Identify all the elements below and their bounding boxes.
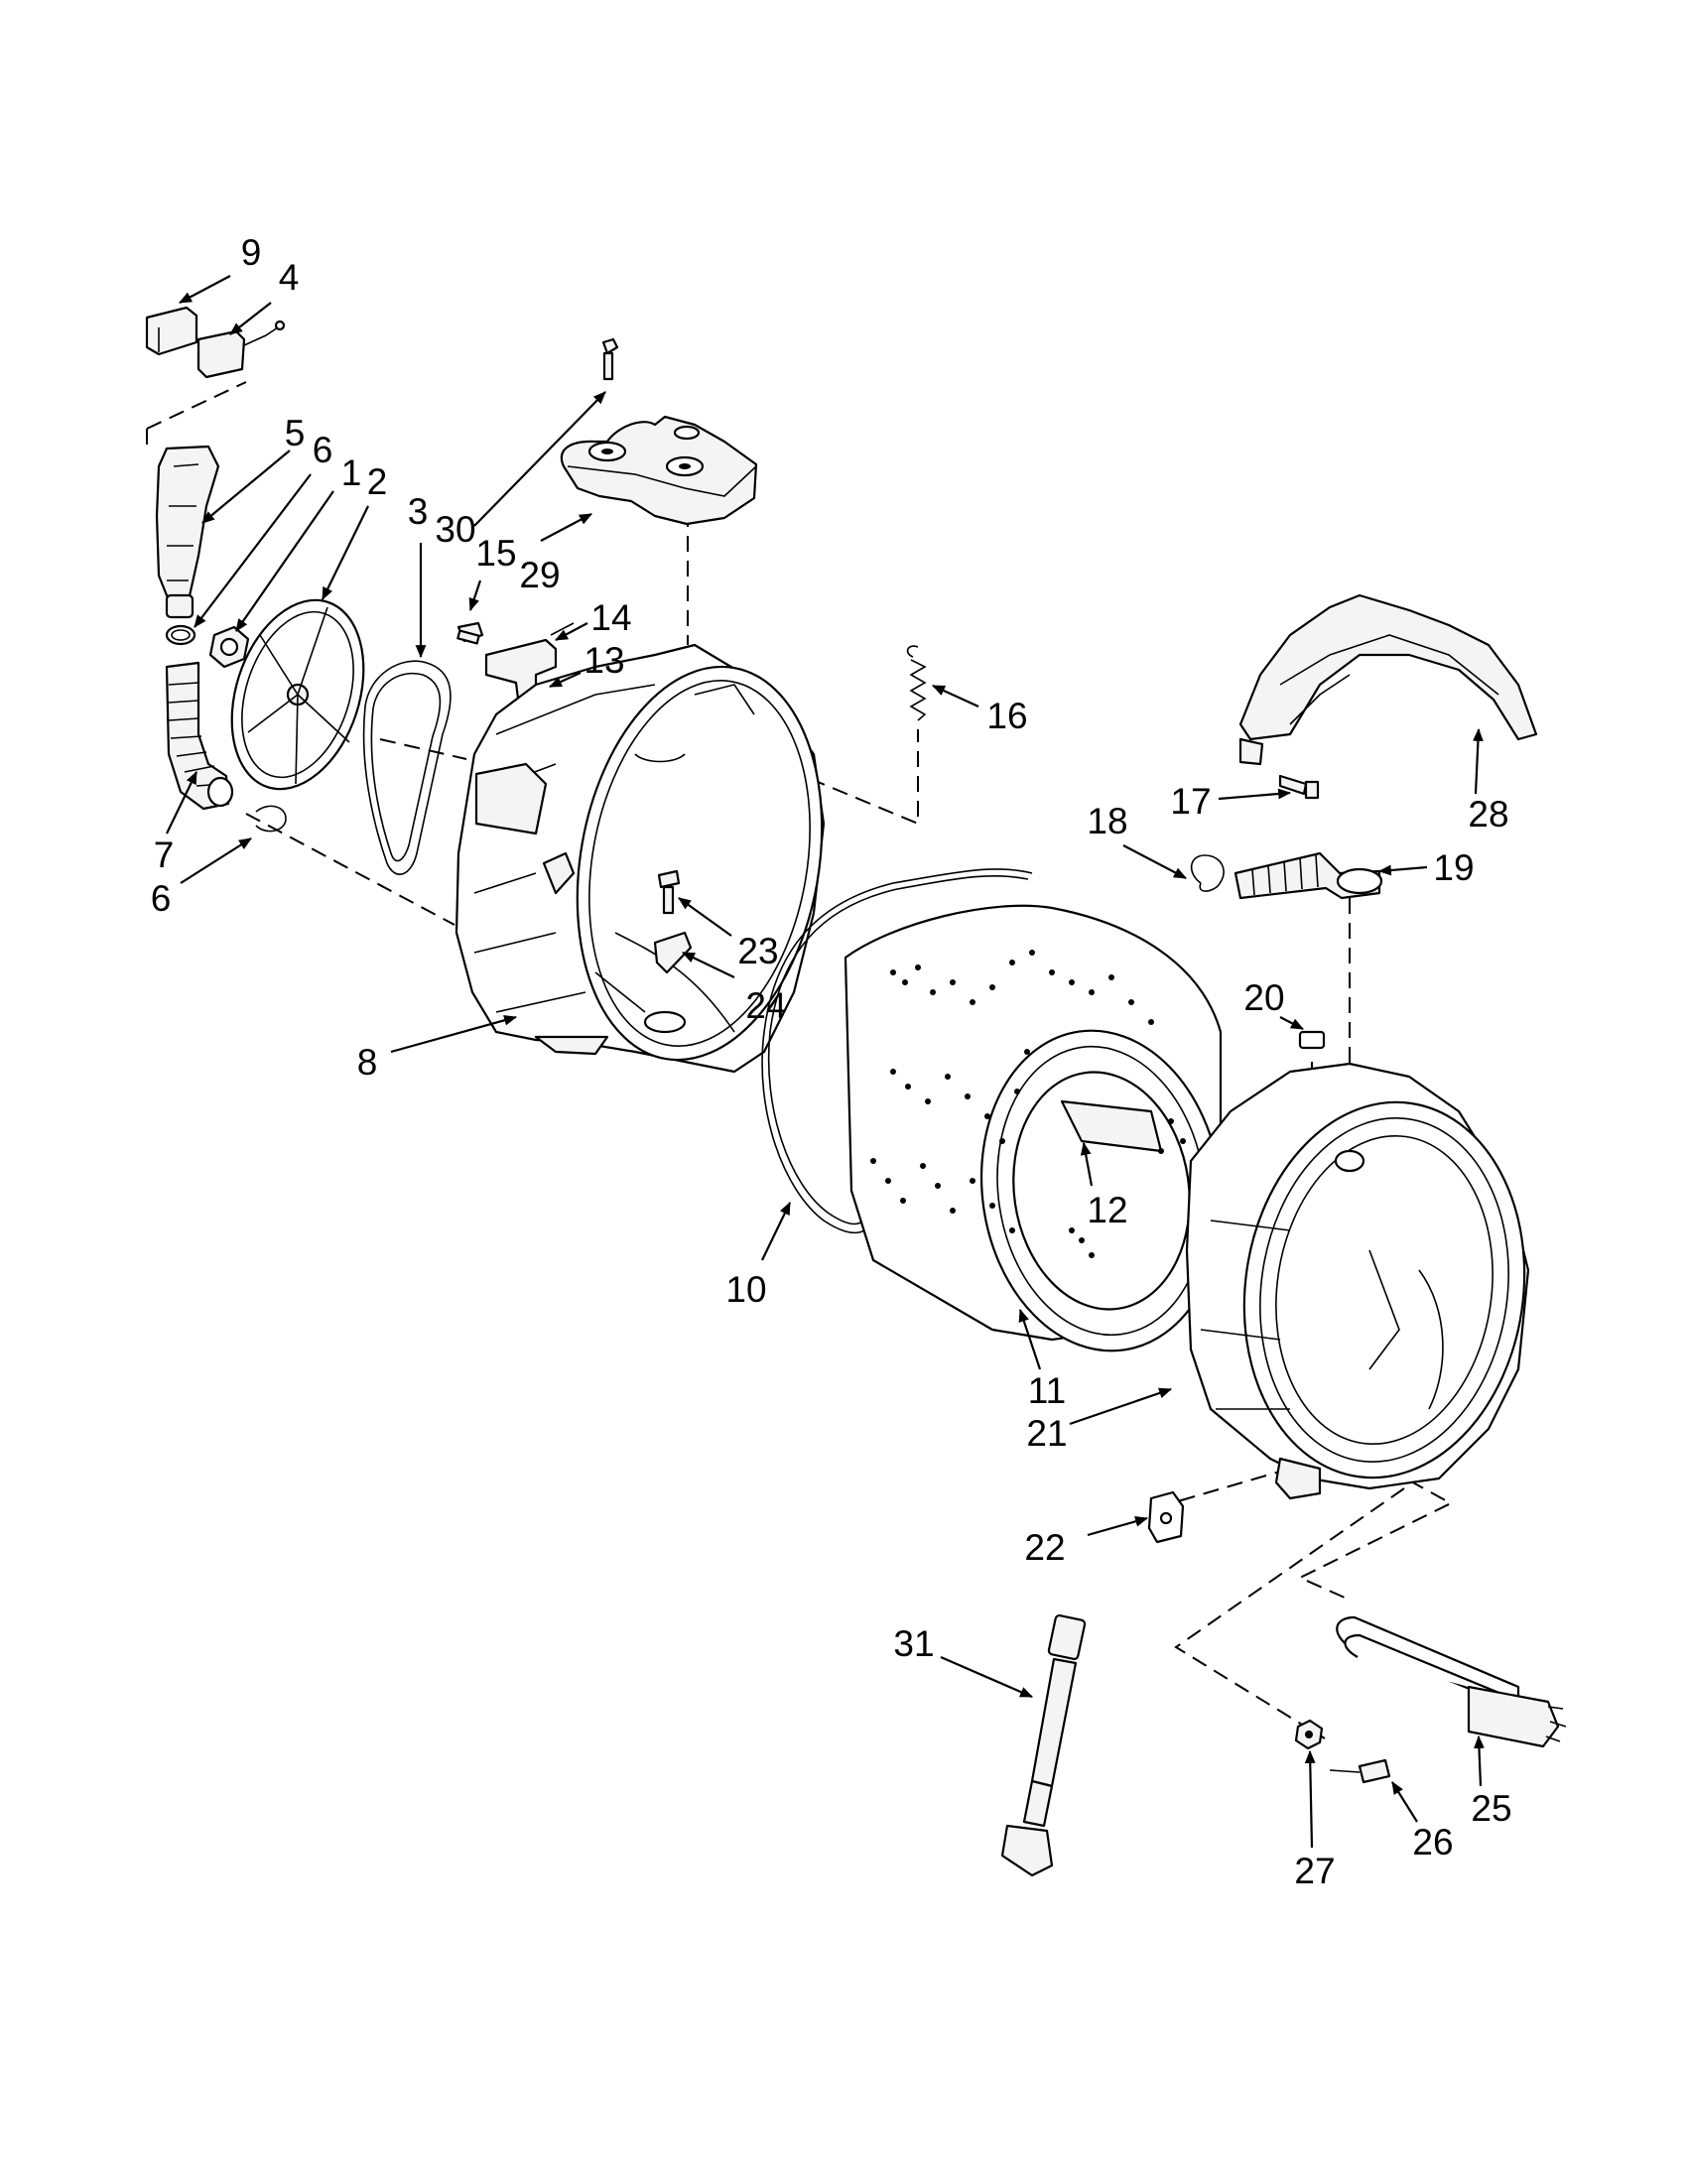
callout-13: 13 xyxy=(584,640,624,681)
part-31-shock-absorber xyxy=(1000,1613,1087,1877)
callout-18: 18 xyxy=(1087,801,1127,841)
callout-28: 28 xyxy=(1468,794,1508,835)
callout-3: 3 xyxy=(408,491,429,532)
callout-21: 21 xyxy=(1026,1413,1067,1454)
callout-8: 8 xyxy=(357,1042,378,1083)
callout-5: 5 xyxy=(285,413,306,453)
part-10-gasket xyxy=(761,868,1033,1234)
callout-12: 12 xyxy=(1087,1190,1127,1230)
callout-31: 31 xyxy=(893,1623,934,1664)
part-7-hose xyxy=(165,661,234,811)
callout-19: 19 xyxy=(1433,847,1474,888)
part-22-pad xyxy=(1147,1490,1185,1544)
callout-14: 14 xyxy=(590,597,631,638)
part-9-bracket xyxy=(145,306,198,356)
callout-6: 6 xyxy=(313,430,333,470)
part-25-heater xyxy=(1336,1615,1567,1748)
part-23-bolt xyxy=(657,869,681,915)
part-28-shield xyxy=(1238,593,1538,766)
callout-24: 24 xyxy=(745,985,786,1026)
callout-29: 29 xyxy=(519,555,560,595)
part-17-bolt xyxy=(1278,774,1320,800)
part-6-clamp-lower xyxy=(255,805,287,833)
callout-23: 23 xyxy=(737,931,778,971)
callout-10: 10 xyxy=(725,1269,766,1310)
part-21-front-tub xyxy=(1185,1062,1530,1500)
leader-lines xyxy=(166,275,1485,1849)
part-8-rear-tub xyxy=(454,643,826,1074)
part-11-basket xyxy=(844,904,1224,1352)
callout-15: 15 xyxy=(475,533,516,574)
part-1-nut xyxy=(208,625,250,669)
callout-27: 27 xyxy=(1294,1851,1335,1891)
callout-26: 26 xyxy=(1412,1822,1453,1863)
part-19-hose xyxy=(1234,851,1383,900)
callout-20: 20 xyxy=(1243,977,1284,1018)
callout-17: 17 xyxy=(1170,781,1211,822)
callout-4: 4 xyxy=(279,257,300,298)
part-20-sensor xyxy=(1298,1030,1326,1050)
part-2-pulley xyxy=(230,598,365,791)
part-29-counterweight xyxy=(560,415,758,526)
part-24-clip xyxy=(653,931,693,974)
part-6-clamp-upper xyxy=(165,624,196,646)
callout-labels: 9 4 5 6 1 2 3 30 15 29 14 13 16 7 6 8 23… xyxy=(151,232,1512,1891)
part-18-clamp xyxy=(1190,854,1225,892)
part-4-pressure-switch xyxy=(196,320,286,379)
callout-25: 25 xyxy=(1471,1788,1511,1829)
callout-6b: 6 xyxy=(151,878,172,919)
callout-11: 11 xyxy=(1028,1370,1066,1411)
part-15-screw xyxy=(456,621,484,645)
part-26-bolt xyxy=(1329,1758,1391,1784)
callout-30: 30 xyxy=(435,509,475,550)
callout-22: 22 xyxy=(1024,1527,1065,1568)
callout-16: 16 xyxy=(986,696,1027,736)
callout-9: 9 xyxy=(241,232,262,273)
part-5-pump-hose xyxy=(155,445,220,619)
assembly-dash-lines xyxy=(146,381,1454,1739)
part-30-bolt xyxy=(601,337,619,381)
part-16-spring xyxy=(906,645,927,721)
part-27-nut xyxy=(1294,1719,1324,1750)
part-3-belt xyxy=(362,660,452,875)
callout-2: 2 xyxy=(367,461,388,502)
callout-1: 1 xyxy=(341,452,362,493)
callout-7: 7 xyxy=(154,835,175,875)
